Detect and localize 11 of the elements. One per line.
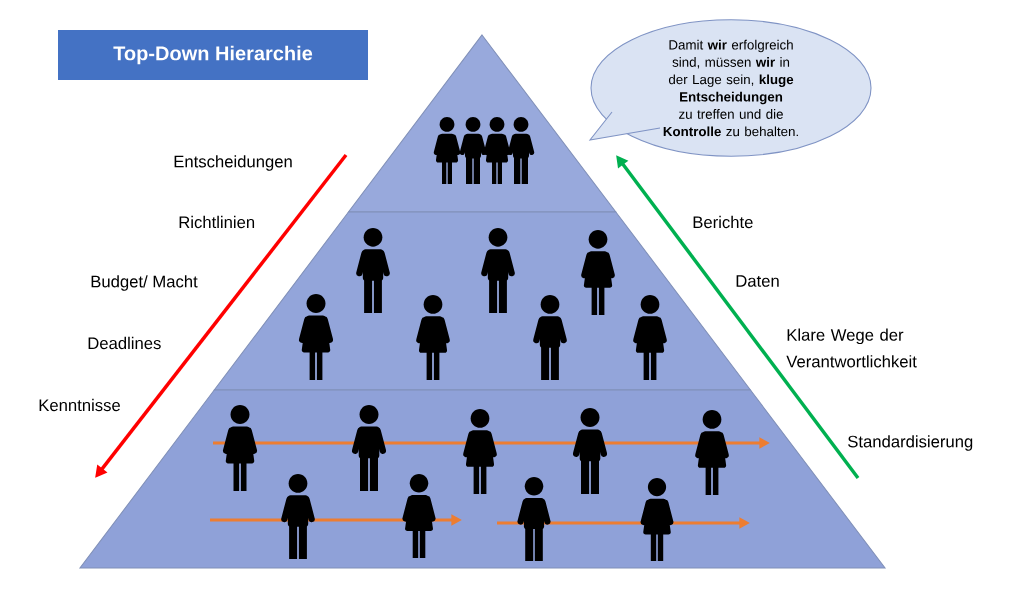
label-text: Standardisierung [848, 435, 973, 451]
label-text: Daten [736, 275, 779, 287]
label-text: Budget/ Macht [91, 275, 198, 291]
label-text: Entscheidungen [174, 155, 292, 171]
label-text: Klare Wege der Verantwortlichkeit [786, 328, 917, 368]
label-text: Deadlines [88, 336, 161, 350]
speech-bubble: Damit wir erfolgreich sind, müssen wir in der Lage sein, kluge Entscheidungen zu treffen und die Kontrolle zu behalten. [588, 19, 872, 157]
label-text: Berichte [693, 215, 753, 229]
label-text: Kenntnisse [39, 398, 120, 412]
title-box: Top-Down Hierarchie [58, 30, 368, 80]
label-text: Richtlinien [179, 215, 255, 229]
